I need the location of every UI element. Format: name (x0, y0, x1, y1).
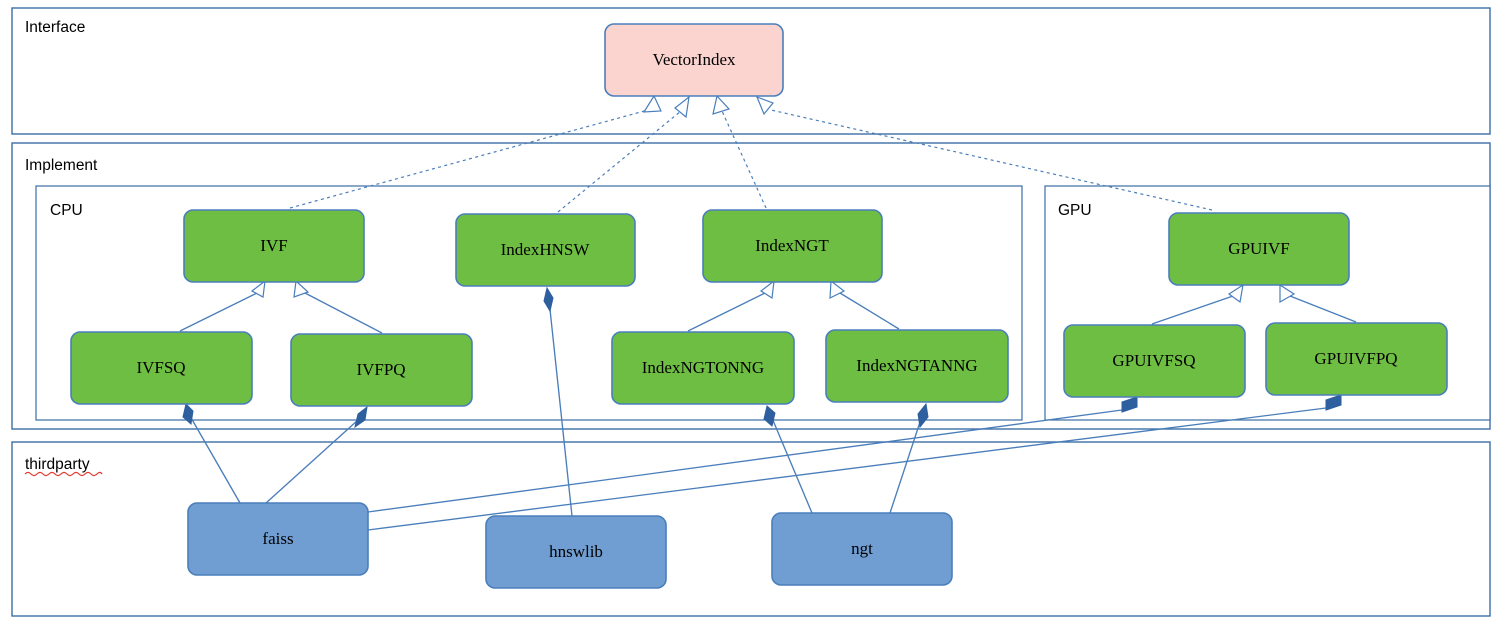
node-gpuivf-label: GPUIVF (1228, 239, 1289, 258)
node-indexngt[interactable]: IndexNGT (702, 209, 883, 283)
node-ivfpq-label: IVFPQ (356, 360, 405, 379)
edge-faiss-to-ivfsq (182, 403, 241, 504)
filled-diamond-icon (763, 405, 776, 427)
spellcheck-underline-icon (24, 471, 103, 477)
filled-diamond-icon (1325, 394, 1342, 411)
hollow-triangle-icon (1279, 283, 1296, 304)
node-gpuivfsq-rect[interactable] (1063, 324, 1246, 398)
edge-ngt-to-indexngtonng (763, 405, 813, 514)
edge-indexngt-to-vectorindex (712, 94, 767, 209)
edge-indexngtonng-to-indexngt (687, 279, 775, 332)
edge-indexhnsw-to-vectorindex (557, 95, 690, 213)
edge-ngt-to-indexngtanng (889, 402, 929, 514)
node-gpuivf[interactable]: GPUIVF (1168, 212, 1350, 286)
hollow-triangle-icon (759, 279, 775, 300)
container-gpu-label: GPU (1058, 202, 1092, 219)
node-ngt-rect[interactable] (771, 512, 953, 586)
node-indexngt-label: IndexNGT (755, 236, 829, 255)
hollow-triangle-icon (250, 279, 266, 298)
node-faiss-rect[interactable] (187, 502, 369, 576)
edge-hnswlib-to-indexhnsw (543, 286, 573, 517)
node-ngt[interactable]: ngt (771, 512, 953, 586)
container-interface-label: Interface (25, 19, 85, 36)
edge-gpuivfsq-to-gpuivf (1151, 283, 1244, 325)
edge-faiss-to-gpuivfpq (367, 394, 1342, 531)
edge-faiss-to-gpuivfsq (367, 396, 1138, 513)
node-ivfsq-label: IVFSQ (136, 358, 185, 377)
hollow-triangle-icon (293, 279, 310, 298)
node-vectorindex-rect[interactable] (604, 23, 784, 97)
hollow-triangle-icon (829, 279, 846, 300)
node-ivfsq[interactable]: IVFSQ (70, 331, 253, 405)
edge-gpuivf-to-vectorindex (755, 95, 1213, 211)
node-hnswlib-label: hnswlib (549, 542, 603, 561)
node-hnswlib-rect[interactable] (485, 515, 667, 589)
hollow-triangle-icon (1227, 283, 1244, 304)
node-ivfpq-rect[interactable] (290, 333, 473, 407)
node-indexhnsw-rect[interactable] (455, 213, 636, 287)
node-gpuivfsq-label: GPUIVFSQ (1112, 351, 1195, 370)
node-indexhnsw[interactable]: IndexHNSW (455, 213, 636, 287)
node-indexngt-rect[interactable] (702, 209, 883, 283)
hollow-triangle-icon (642, 94, 662, 113)
edge-faiss-to-ivfpq (265, 405, 368, 504)
node-ngt-label: ngt (851, 539, 873, 558)
node-indexngtonng-label: IndexNGTONNG (642, 358, 764, 377)
node-indexhnsw-label: IndexHNSW (501, 240, 591, 259)
hollow-triangle-icon (712, 94, 731, 115)
filled-diamond-icon (917, 402, 929, 429)
edge-ivfpq-to-ivf (293, 279, 383, 334)
container-thirdparty-label: thirdparty (25, 456, 90, 473)
node-gpuivfpq-rect[interactable] (1265, 322, 1448, 396)
edge-gpuivfpq-to-gpuivf (1279, 283, 1357, 323)
node-vectorindex[interactable]: VectorIndex (604, 23, 784, 97)
node-gpuivfpq-label: GPUIVFPQ (1314, 349, 1397, 368)
node-indexngtanng[interactable]: IndexNGTANNG (825, 329, 1009, 403)
node-ivfsq-rect[interactable] (70, 331, 253, 405)
node-gpuivfsq[interactable]: GPUIVFSQ (1063, 324, 1246, 398)
filled-diamond-icon (543, 286, 554, 313)
node-faiss-label: faiss (262, 529, 293, 548)
edge-ivfsq-to-ivf (179, 279, 266, 332)
node-indexngtanng-rect[interactable] (825, 329, 1009, 403)
node-ivf[interactable]: IVF (183, 209, 365, 283)
node-ivfpq[interactable]: IVFPQ (290, 333, 473, 407)
node-faiss[interactable]: faiss (187, 502, 369, 576)
filled-diamond-icon (1121, 396, 1138, 413)
node-indexngtonng[interactable]: IndexNGTONNG (611, 331, 795, 405)
node-hnswlib[interactable]: hnswlib (485, 515, 667, 589)
node-indexngtanng-label: IndexNGTANNG (856, 356, 977, 375)
node-indexngtonng-rect[interactable] (611, 331, 795, 405)
hollow-triangle-icon (755, 95, 774, 116)
node-gpuivfpq[interactable]: GPUIVFPQ (1265, 322, 1448, 396)
edge-ivf-to-vectorindex (289, 94, 662, 209)
node-ivf-rect[interactable] (183, 209, 365, 283)
filled-diamond-icon (354, 405, 368, 429)
filled-diamond-icon (182, 403, 194, 425)
edge-indexngtanng-to-indexngt (829, 279, 900, 330)
node-vectorindex-label: VectorIndex (652, 50, 736, 69)
hollow-triangle-icon (674, 95, 690, 119)
node-gpuivf-rect[interactable] (1168, 212, 1350, 286)
container-implement-label: Implement (25, 157, 98, 174)
container-cpu-label: CPU (50, 202, 83, 219)
node-ivf-label: IVF (260, 236, 287, 255)
